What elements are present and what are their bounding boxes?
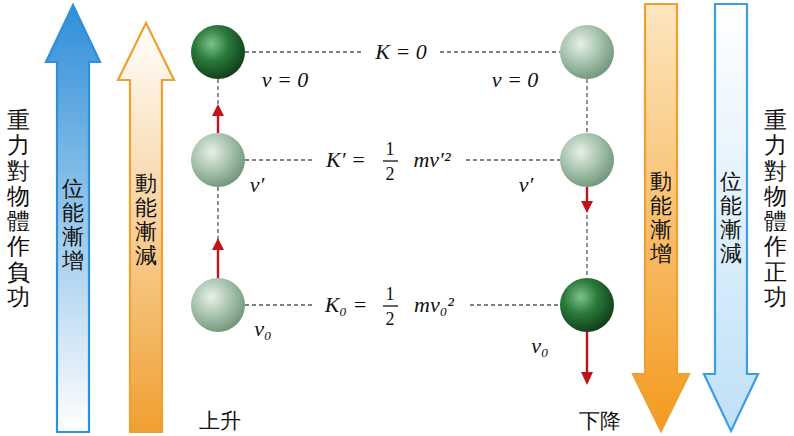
motion-label: 上升 — [199, 407, 241, 435]
balls — [191, 25, 614, 332]
fraction-bars — [383, 161, 398, 306]
arrow-caption: 動能漸增 — [650, 170, 672, 267]
velocity-label: v′ — [519, 172, 534, 198]
velocity-label: v₀ — [254, 316, 271, 342]
velocity-label: v = 0 — [262, 67, 309, 93]
velocity-label: v′ — [250, 172, 265, 198]
arrow-caption: 動能漸減 — [135, 172, 157, 269]
fraction-numerator: 1 — [386, 139, 395, 160]
energy-formula: mv₀² — [414, 292, 454, 318]
energy-formula: K = 0 — [375, 39, 427, 65]
velocity-arrows — [212, 104, 593, 385]
motion-label: 下降 — [579, 407, 621, 435]
energy-formula: K₀ = — [325, 292, 368, 318]
energy-arrow: 位能漸減 — [703, 4, 759, 432]
arrow-caption: 位能漸減 — [720, 170, 742, 267]
dashed-guides — [218, 52, 587, 305]
energy-formula: mv′² — [413, 147, 450, 173]
work-note: 重力對物體作負功 — [7, 108, 30, 310]
velocity-label: v = 0 — [492, 67, 539, 93]
work-note: 重力對物體作正功 — [764, 108, 787, 310]
fraction-denominator: 2 — [386, 164, 395, 185]
energy-arrow: 動能漸減 — [117, 22, 175, 432]
velocity-label: v₀ — [531, 333, 548, 359]
fraction-numerator: 1 — [386, 284, 395, 305]
energy-formula: K′ = — [326, 147, 366, 173]
arrow-caption: 位能漸增 — [62, 177, 84, 274]
energy-arrow: 動能漸增 — [632, 4, 690, 432]
fraction-denominator: 2 — [386, 309, 395, 330]
energy-arrow: 位能漸增 — [45, 4, 101, 432]
